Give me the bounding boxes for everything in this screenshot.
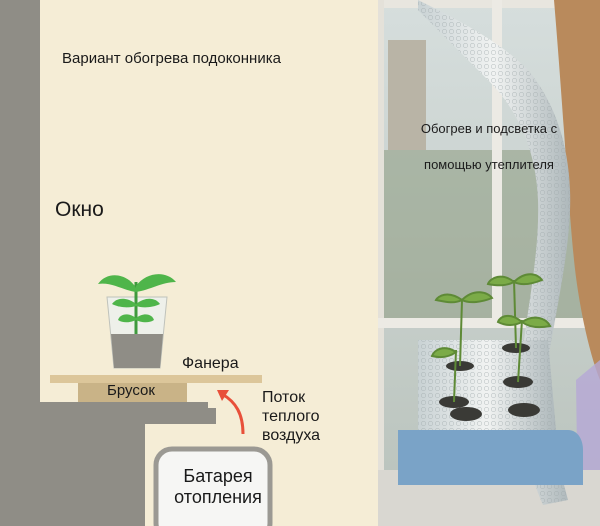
curtain xyxy=(554,0,600,380)
blue-insulation-tray xyxy=(398,430,583,485)
window-frame-mullion xyxy=(492,0,502,320)
plywood-board xyxy=(50,375,262,383)
wall-section xyxy=(0,0,216,526)
pot-soil xyxy=(111,334,163,368)
background-building xyxy=(388,40,426,150)
diagram-title: Вариант обогрева подоконника xyxy=(62,50,281,67)
battery-line-1: Батарея xyxy=(183,466,253,486)
photo-caption-line-2: помощью утеплителя xyxy=(424,157,554,172)
airflow-line-1: Поток xyxy=(262,389,306,406)
battery-label: Батарея отопления xyxy=(168,466,268,508)
window-frame-bottom xyxy=(378,318,600,328)
heating-diagram: Вариант обогрева подоконника Окно Фанера… xyxy=(0,0,378,526)
wooden-bar xyxy=(78,383,187,402)
photo-caption-line-1: Обогрев и подсветка с xyxy=(420,121,558,136)
battery-line-2: отопления xyxy=(174,487,262,507)
photo-drawing xyxy=(378,0,600,526)
radiator xyxy=(153,446,273,526)
airflow-line-2: теплого xyxy=(262,408,320,425)
window-frame-left xyxy=(378,0,384,526)
bar-label: Брусок xyxy=(107,382,155,399)
airflow-label: Поток теплого воздуха xyxy=(262,388,320,445)
warm-air-arrow-icon xyxy=(217,390,245,435)
airflow-line-3: воздуха xyxy=(262,427,321,444)
diagram-drawing xyxy=(0,0,378,526)
window-frame-top xyxy=(378,0,600,8)
seedling-icon xyxy=(98,274,176,334)
window-label: Окно xyxy=(55,198,104,221)
tomato-seedlings xyxy=(430,273,552,403)
windowsill-photo: Обогрев и подсветка с помощью утеплителя xyxy=(378,0,600,526)
plywood-label: Фанера xyxy=(182,355,239,372)
